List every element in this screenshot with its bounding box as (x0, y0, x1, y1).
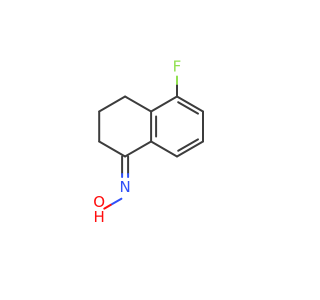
bond-c5-c6 (176, 95, 204, 113)
bond-c5-c6-inner (177, 101, 199, 115)
bond-c1-c8a (124, 140, 153, 158)
bond-c7-c8 (176, 140, 204, 158)
molecule-structure: F N O H (93, 58, 204, 226)
bond-n-o-n (109, 197, 123, 206)
bond-c7-c8-inner (177, 138, 199, 152)
oxygen-label: O (93, 193, 105, 211)
nitrogen-label: N (119, 178, 130, 196)
hydrogen-label: H (94, 208, 105, 226)
bond-c8-c8a (150, 140, 178, 158)
bond-c4-c3 (98, 95, 127, 113)
bond-n-o-o (103, 203, 112, 210)
bond-c2-c1 (98, 140, 127, 158)
fluorine-label: F (173, 58, 182, 76)
bond-c4a-c4 (124, 95, 153, 113)
bond-c4a-c5 (150, 95, 178, 113)
